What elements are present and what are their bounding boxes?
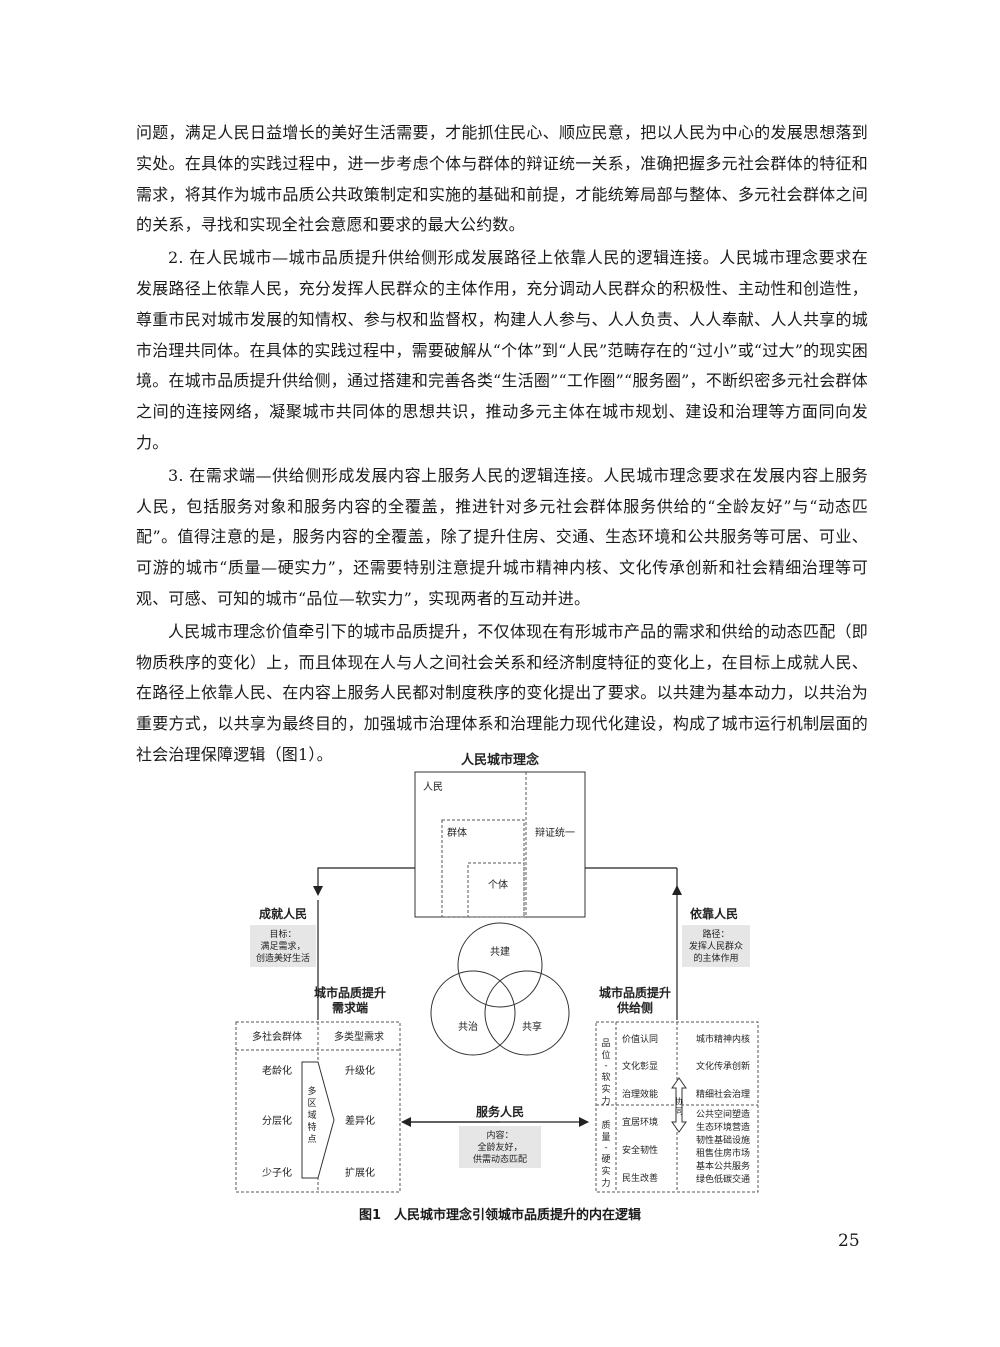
supply-title-2: 供给侧 [616,1000,653,1015]
soft-char-5: 实 [601,1083,610,1095]
goal-line-1: 目标： [269,928,296,940]
geti-label: 个体 [488,879,508,891]
serve-line-1: 内容： [486,1129,513,1141]
need-expand: 扩展化 [345,1166,375,1179]
venn-circle-gongjian [457,922,543,1008]
paragraph-2: 2. 在人民城市—城市品质提升供给侧形成发展路径上依靠人民的逻辑连接。人民城市理… [136,248,868,452]
hard-right-6: 绿色低碳交通 [696,1173,750,1185]
need-differ: 差异化 [345,1114,375,1127]
soft-char-6: 力 [601,1095,610,1107]
hard-right-3: 韧性基础设施 [696,1134,750,1146]
body-text: 问题，满足人民日益增长的美好生活需要，才能抓住民心、顺应民意，把以人民为中心的发… [136,118,868,771]
top-outer-box [414,771,586,918]
group-lowbirth: 少子化 [262,1166,292,1179]
qunti-label: 群体 [447,826,467,839]
synergy-char-2: 同 [675,1107,683,1116]
venn-circle-gongzhi [430,970,516,1056]
arrow-char-1: 多 [307,1085,316,1097]
venn-label-gongxiang: 共享 [522,1020,542,1033]
hard-char-5: 实 [601,1165,610,1177]
demand-col1-header: 多社会群体 [252,1030,302,1043]
soft-right-2: 文化传承创新 [696,1060,750,1072]
hard-char-2: 量 [601,1132,610,1143]
diagram-svg: 人民城市理念 人民 群体 个体 辩证统一 成就人民 目标： 满足需求， 创造美好… [235,752,759,1193]
venn-label-gongjian: 共建 [490,945,510,958]
serve-line-2: 全龄友好， [477,1141,522,1153]
serve-line-3: 供需动态匹配 [473,1153,527,1165]
page-number: 25 [838,1231,860,1251]
synergy-char-1: 协 [675,1096,683,1106]
hard-char-4: 硬 [601,1154,610,1165]
arrow-char-3: 域 [307,1109,316,1121]
soft-right-1: 城市精神内核 [696,1033,750,1045]
figure-caption: 图1 人民城市理念引领城市品质提升的内在逻辑 [358,1208,642,1223]
hard-right-5: 基本公共服务 [696,1160,750,1172]
hard-power-vertical-label: 质 量 - 硬 实 力 [601,1119,610,1189]
hard-item-3: 民生改善 [622,1172,658,1184]
hard-char-6: 力 [601,1177,610,1189]
paragraph-4: 人民城市理念价值牵引下的城市品质提升，不仅体现在有形城市产品的需求和供给的动态匹… [136,621,868,764]
soft-power-vertical-label: 品 位 - 软 实 力 [601,1038,610,1107]
path-box [682,925,750,967]
soft-char-4: 软 [601,1071,610,1083]
hard-right-2: 生态环境营造 [696,1121,750,1133]
soft-char-2: 位 [601,1049,610,1061]
left-goal-arrow [313,867,415,896]
bianzheng-label: 辩证统一 [535,826,575,839]
soft-item-2: 文化彰显 [622,1060,658,1072]
goal-box [250,925,316,967]
top-title: 人民城市理念 [461,752,539,768]
demand-title-2: 需求端 [332,1000,368,1015]
venn-label-gongzhi: 共治 [458,1020,478,1033]
hard-right-1: 公共空间塑造 [696,1108,750,1120]
multi-region-arrow [301,1061,335,1179]
path-title: 依靠人民 [690,906,738,921]
goal-title: 成就人民 [259,906,307,921]
synergy-arrow [671,1077,687,1133]
goal-line-3: 创造美好生活 [256,952,310,964]
paragraph-1: 问题，满足人民日益增长的美好生活需要，才能抓住民心、顺应民意，把以人民为中心的发… [136,123,868,235]
supply-title-1: 城市品质提升 [599,985,671,1000]
geti-box [467,862,525,918]
soft-right-3: 精细社会治理 [696,1088,750,1100]
path-line-2: 发挥人民群众 [689,940,743,952]
group-stratified: 分层化 [262,1114,292,1127]
hard-item-2: 安全韧性 [622,1144,658,1156]
demand-col2-header: 多类型需求 [334,1030,384,1043]
soft-char-3: - [604,1061,607,1071]
renmin-label: 人民 [423,781,443,793]
serve-box [459,1126,541,1168]
soft-item-1: 价值认同 [622,1033,658,1045]
path-line-1: 路径： [702,928,729,940]
figure-1-diagram: 人民城市理念 人民 群体 个体 辩证统一 成就人民 目标： 满足需求， 创造美好… [230,750,770,1230]
group-aging: 老龄化 [262,1064,292,1077]
hard-char-3: - [604,1143,607,1153]
path-line-3: 的主体作用 [693,952,738,964]
soft-item-3: 治理效能 [622,1088,658,1100]
goal-line-2: 满足需求， [260,940,305,952]
arrow-char-5: 点 [307,1134,316,1145]
need-upgrade: 升级化 [345,1064,375,1077]
soft-char-1: 品 [601,1038,610,1049]
paragraph-3: 3. 在需求端—供给侧形成发展内容上服务人民的逻辑连接。人民城市理念要求在发展内… [136,465,868,608]
demand-title-1: 城市品质提升 [314,985,386,1000]
venn-circle-gongxiang [484,970,570,1056]
hard-right-4: 租售住房市场 [696,1147,750,1159]
hard-char-1: 质 [601,1119,610,1131]
hard-item-1: 宜居环境 [622,1116,658,1128]
serve-title: 服务人民 [476,1104,524,1119]
arrow-char-2: 区 [307,1098,316,1109]
arrow-char-4: 特 [307,1121,316,1133]
